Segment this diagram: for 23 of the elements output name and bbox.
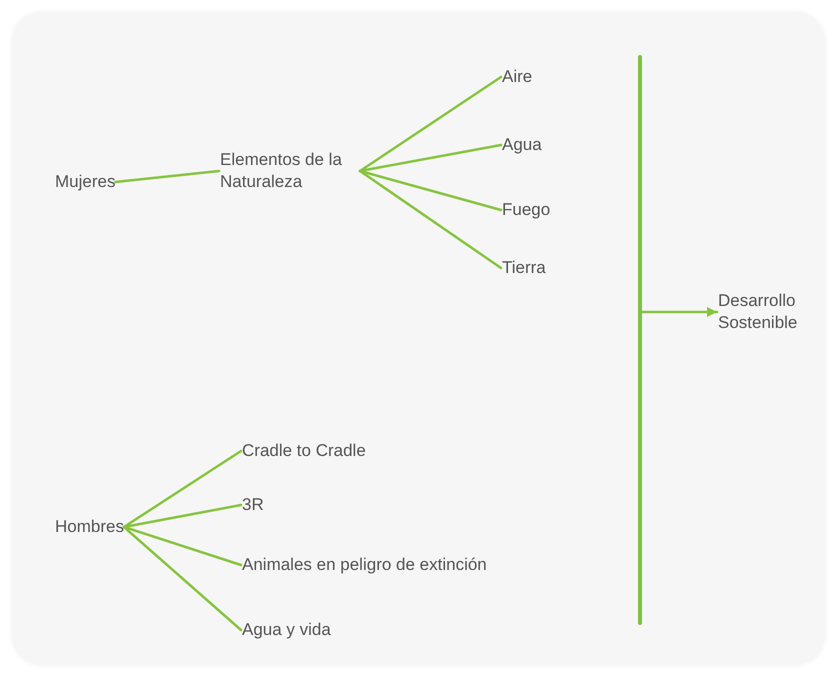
node-label: Elementos de la Naturaleza <box>220 149 360 193</box>
node-label: Tierra <box>502 257 546 279</box>
connector-line <box>122 504 242 528</box>
node-label: Cradle to Cradle <box>242 440 366 462</box>
connector-line <box>358 144 502 172</box>
node-label: Desarrollo Sostenible <box>718 290 828 334</box>
connector-line <box>122 526 242 632</box>
node-label: Aire <box>502 66 532 88</box>
node-label: Mujeres <box>55 171 116 193</box>
connector-line <box>122 526 242 566</box>
connector-line <box>122 450 242 528</box>
connector-line <box>114 170 220 184</box>
arrow <box>640 307 718 317</box>
node-label: 3R <box>242 494 264 516</box>
connector-line <box>358 76 502 172</box>
node-label: Agua <box>502 134 542 156</box>
vertical-bar <box>638 55 642 625</box>
connector-line <box>358 170 502 212</box>
node-label: Animales en peligro de extinción <box>242 554 487 576</box>
node-label: Hombres <box>55 516 124 538</box>
connector-line <box>358 170 502 270</box>
node-label: Fuego <box>502 199 550 221</box>
node-label: Agua y vida <box>242 619 331 641</box>
